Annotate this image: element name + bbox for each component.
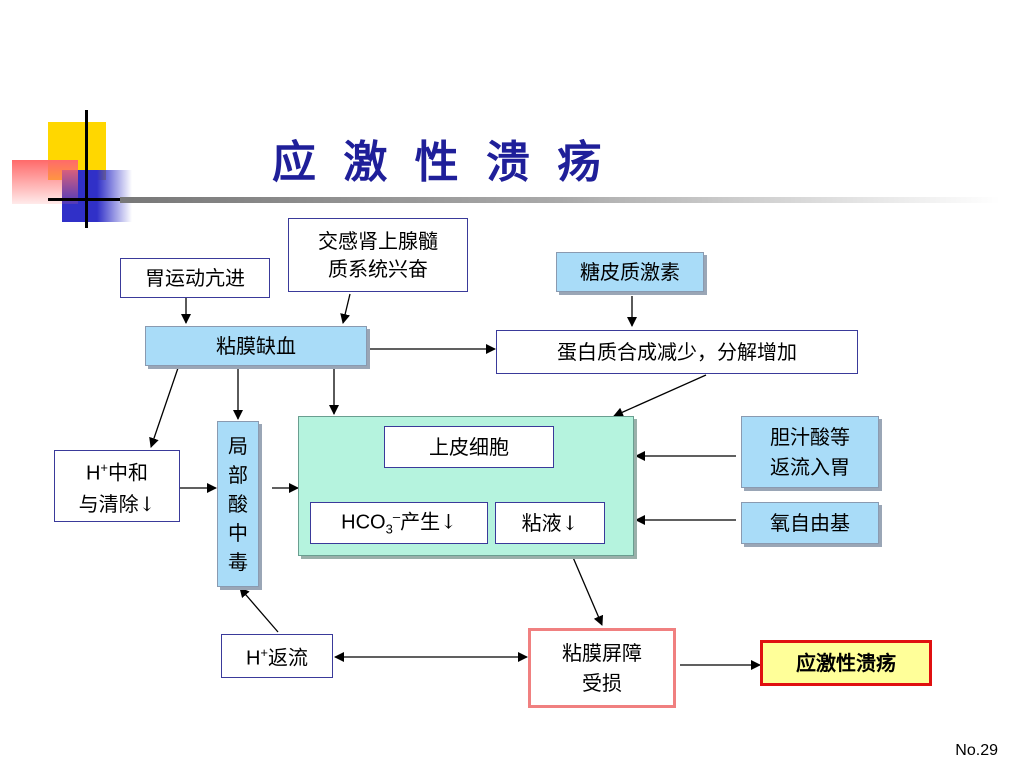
acidosis-char-2: 部 <box>228 462 248 487</box>
arrow-ischemia-to-h-neutral <box>149 367 179 448</box>
node-hco3: HCO3–产生↓ <box>310 502 488 544</box>
arrow-mucus-to-barrier <box>571 554 604 626</box>
node-mucosal-barrier-line1: 粘膜屏障 <box>562 641 642 665</box>
hco3-subscript: 3 <box>385 521 393 537</box>
node-stress-ulcer-label: 应激性溃疡 <box>796 651 896 675</box>
node-gastric-motility-label: 胃运动亢进 <box>145 266 245 290</box>
node-sympathetic-line1: 交感肾上腺髓 <box>318 229 438 253</box>
node-mucosal-ischemia: 粘膜缺血 <box>145 326 367 366</box>
node-epithelial-cell: 上皮细胞 <box>384 426 554 468</box>
node-bile-reflux-line2: 返流入胃 <box>770 455 850 479</box>
node-mucus: 粘液↓ <box>495 502 605 544</box>
node-protein: 蛋白质合成减少，分解增加 <box>496 330 858 374</box>
h-ion-charge: + <box>100 460 109 476</box>
node-oxygen-radical: 氧自由基 <box>741 502 879 544</box>
decor-horizontal-line <box>48 198 158 201</box>
decor-red-square <box>12 160 78 204</box>
h-neutralization-text: 中和 <box>108 460 149 485</box>
node-h-neutralization: H+中和 与清除↓ <box>54 450 180 522</box>
node-sympathetic: 交感肾上腺髓 质系统兴奋 <box>288 218 468 292</box>
node-mucosal-barrier: 粘膜屏障 受损 <box>528 628 676 708</box>
node-mucosal-ischemia-label: 粘膜缺血 <box>216 334 296 358</box>
acidosis-char-3: 酸 <box>228 491 248 516</box>
acidosis-char-4: 中 <box>228 520 248 545</box>
title-underline <box>120 197 1000 203</box>
hco3-formula: HCO <box>341 511 386 534</box>
node-local-acidosis: 局 部 酸 中 毒 <box>217 421 259 587</box>
hco3-suffix: 产生↓ <box>400 509 457 534</box>
h-backflow-charge: + <box>260 645 269 661</box>
node-h-neutralization-line2: 与清除↓ <box>78 491 156 516</box>
arrow-sympathetic-to-ischemia <box>340 293 351 324</box>
node-bile-reflux-line1: 胆汁酸等 <box>770 425 850 449</box>
arrow-backflow-to-acidosis <box>239 587 279 633</box>
decor-corner-graphic <box>0 100 160 230</box>
node-oxygen-radical-label: 氧自由基 <box>770 511 850 535</box>
node-hco3-label: HCO3–产生↓ <box>341 504 457 543</box>
hco3-charge: – <box>392 508 401 524</box>
node-glucocorticoid-label: 糖皮质激素 <box>580 260 680 284</box>
node-mucosal-barrier-line2: 受损 <box>582 671 622 695</box>
acidosis-char-1: 局 <box>228 433 248 458</box>
node-h-neutralization-line1: H+中和 <box>86 453 148 489</box>
node-stress-ulcer: 应激性溃疡 <box>760 640 932 686</box>
node-bile-reflux: 胆汁酸等 返流入胃 <box>741 416 879 488</box>
node-epithelial-cell-label: 上皮细胞 <box>429 435 509 459</box>
node-gastric-motility: 胃运动亢进 <box>120 258 270 298</box>
page-number: No.29 <box>955 742 998 759</box>
h-backflow-symbol: H <box>245 647 261 670</box>
decor-vertical-line <box>85 110 88 228</box>
arrow-protein-to-epithelial-panel <box>613 374 707 417</box>
h-backflow-text: 返流 <box>268 645 309 670</box>
acidosis-char-5: 毒 <box>228 549 248 574</box>
node-h-backflow-label: H+返流 <box>246 640 308 672</box>
node-h-backflow: H+返流 <box>221 634 333 678</box>
node-glucocorticoid: 糖皮质激素 <box>556 252 704 292</box>
h-ion-symbol: H <box>85 462 101 485</box>
node-mucus-label: 粘液↓ <box>521 511 579 535</box>
page-title: 应 激 性 溃 疡 <box>272 137 608 188</box>
node-sympathetic-line2: 质系统兴奋 <box>328 257 428 281</box>
node-protein-label: 蛋白质合成减少，分解增加 <box>557 340 797 364</box>
